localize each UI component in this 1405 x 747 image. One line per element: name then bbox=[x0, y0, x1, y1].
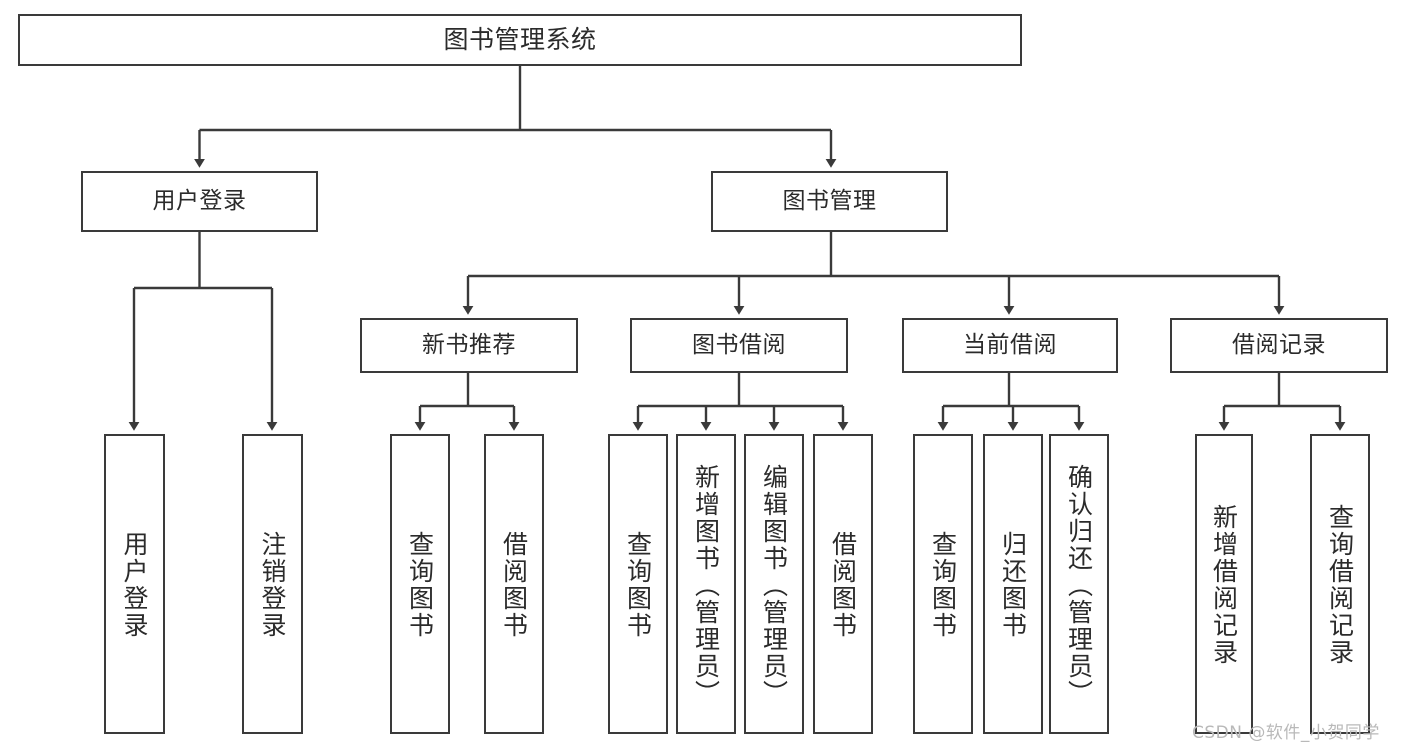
leaf-logout[interactable]: 注销登录 bbox=[242, 434, 303, 734]
leaf-query-book-recommend[interactable]: 查询图书 bbox=[390, 434, 450, 734]
node-book-management[interactable]: 图书管理 bbox=[711, 171, 948, 232]
node-new-book-recommend[interactable]: 新书推荐 bbox=[360, 318, 578, 373]
node-root-label: 图书管理系统 bbox=[443, 24, 597, 54]
leaf-add-borrow-record[interactable]: 新增借阅记录 bbox=[1195, 434, 1253, 734]
leaf-query-borrow-record-label: 查询借阅记录 bbox=[1325, 504, 1355, 666]
node-current-borrow[interactable]: 当前借阅 bbox=[902, 318, 1118, 373]
leaf-logout-label: 注销登录 bbox=[258, 531, 287, 639]
node-book-management-label: 图书管理 bbox=[782, 188, 877, 215]
node-user-login[interactable]: 用户登录 bbox=[81, 171, 318, 232]
csdn-watermark: CSDN @软件_小贺同学 bbox=[1192, 723, 1380, 743]
leaf-query-book-current-label: 查询图书 bbox=[928, 531, 958, 639]
leaf-query-book-current[interactable]: 查询图书 bbox=[913, 434, 973, 734]
node-new-book-recommend-label: 新书推荐 bbox=[422, 332, 516, 359]
leaf-edit-book-admin-label: 编辑图书（管理员） bbox=[759, 463, 789, 707]
leaf-user-login-label: 用户登录 bbox=[120, 531, 149, 639]
leaf-query-book-borrow-label: 查询图书 bbox=[623, 531, 653, 639]
leaf-confirm-return-admin-label: 确认归还（管理员） bbox=[1064, 463, 1094, 707]
leaf-add-borrow-record-label: 新增借阅记录 bbox=[1209, 504, 1239, 666]
leaf-return-book-label: 归还图书 bbox=[998, 531, 1028, 639]
node-current-borrow-label: 当前借阅 bbox=[963, 332, 1057, 359]
leaf-borrow-book-recommend[interactable]: 借阅图书 bbox=[484, 434, 544, 734]
leaf-borrow-book-recommend-label: 借阅图书 bbox=[499, 531, 529, 639]
leaf-edit-book-admin[interactable]: 编辑图书（管理员） bbox=[744, 434, 804, 734]
node-borrow-record[interactable]: 借阅记录 bbox=[1170, 318, 1388, 373]
node-book-borrow-label: 图书借阅 bbox=[692, 332, 786, 359]
node-book-borrow[interactable]: 图书借阅 bbox=[630, 318, 848, 373]
leaf-confirm-return-admin[interactable]: 确认归还（管理员） bbox=[1049, 434, 1109, 734]
leaf-borrow-book[interactable]: 借阅图书 bbox=[813, 434, 873, 734]
leaf-query-borrow-record[interactable]: 查询借阅记录 bbox=[1310, 434, 1370, 734]
node-root[interactable]: 图书管理系统 bbox=[18, 14, 1022, 66]
node-user-login-label: 用户登录 bbox=[152, 188, 247, 215]
leaf-add-book-admin[interactable]: 新增图书（管理员） bbox=[676, 434, 736, 734]
leaf-borrow-book-label: 借阅图书 bbox=[828, 531, 858, 639]
leaf-return-book[interactable]: 归还图书 bbox=[983, 434, 1043, 734]
leaf-user-login[interactable]: 用户登录 bbox=[104, 434, 165, 734]
leaf-query-book-recommend-label: 查询图书 bbox=[405, 531, 435, 639]
leaf-add-book-admin-label: 新增图书（管理员） bbox=[691, 463, 721, 707]
node-borrow-record-label: 借阅记录 bbox=[1232, 332, 1326, 359]
leaf-query-book-borrow[interactable]: 查询图书 bbox=[608, 434, 668, 734]
